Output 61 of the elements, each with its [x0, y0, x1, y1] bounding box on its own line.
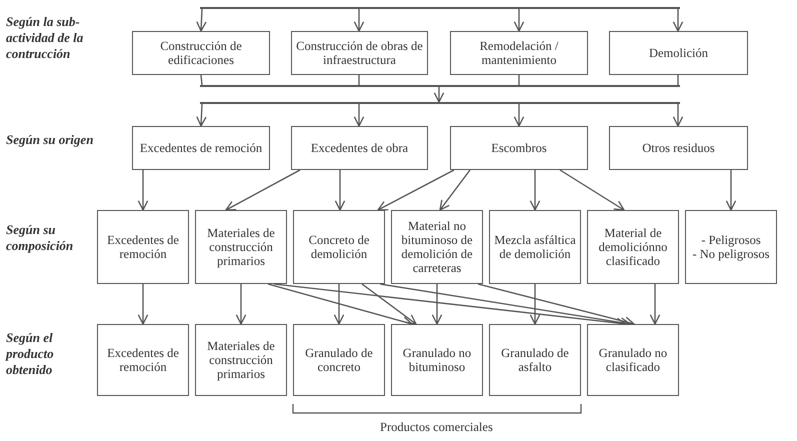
- bracket-label: Productos comerciales: [380, 420, 493, 435]
- process-box: Materiales de construcción primarios: [195, 324, 287, 396]
- arrow: [138, 170, 148, 211]
- process-box: Granulado no bituminoso: [391, 324, 483, 396]
- arrow: [334, 284, 344, 325]
- arrow: [334, 170, 346, 211]
- process-box: Construcción de obras de infraestructura: [291, 31, 428, 75]
- connector-line: [358, 75, 360, 85]
- arrow: [726, 170, 736, 211]
- row-heading: Según el producto obtenido: [6, 330, 55, 378]
- bus-line: [200, 7, 680, 9]
- arrow: [514, 9, 524, 32]
- process-box: Materiales de construcción primarios: [195, 210, 287, 284]
- bus-line: [200, 102, 680, 104]
- process-box: Concreto de demolición: [293, 210, 385, 284]
- box-text: - No peligrosos: [692, 247, 770, 261]
- arrow: [138, 284, 148, 325]
- process-box: Excedentes de obra: [291, 126, 428, 170]
- process-box: Granulado de asfalto: [489, 324, 581, 396]
- connector-line: [200, 74, 203, 86]
- process-box: Demolición: [609, 31, 748, 75]
- process-box: [685, 210, 777, 284]
- row-heading: Según la sub-actividad de la contrucción: [6, 14, 84, 62]
- arrow: [478, 283, 635, 327]
- row-heading: Según su composición: [6, 222, 74, 254]
- process-box: Material no bituminoso de demolición de carreteras: [391, 210, 483, 284]
- process-box: Remodelación / mantenimiento: [450, 31, 588, 75]
- box-text: - Peligrosos: [701, 233, 761, 247]
- arrow: [377, 169, 454, 211]
- process-box: Excedentes de remoción: [132, 126, 270, 170]
- arrow: [354, 104, 364, 127]
- arrow: [354, 9, 364, 32]
- process-box: Excedentes de remoción: [97, 324, 189, 396]
- arrow: [530, 170, 540, 211]
- arrow: [439, 170, 471, 211]
- process-box: Granulado no clasificado: [587, 324, 679, 396]
- bus-line: [200, 85, 680, 87]
- arrow: [236, 284, 246, 325]
- connector-line: [518, 75, 520, 85]
- arrow: [530, 284, 540, 325]
- process-box: Mezcla asfáltica de demolición: [489, 210, 581, 284]
- arrow: [196, 8, 207, 32]
- arrow: [650, 284, 660, 325]
- process-box: Construcción de edificaciones: [132, 31, 270, 75]
- arrow: [432, 284, 442, 325]
- arrow: [362, 283, 417, 325]
- arrow: [196, 104, 207, 127]
- arrow: [225, 169, 300, 211]
- arrow: [560, 169, 625, 211]
- arrow: [672, 104, 684, 127]
- arrow: [434, 87, 444, 103]
- row-heading: Según su origen: [6, 132, 94, 148]
- arrow: [268, 283, 413, 327]
- process-box: Granulado de concreto: [293, 324, 385, 396]
- process-box: Excedentes de remoción: [97, 210, 189, 284]
- arrow: [514, 104, 524, 127]
- process-box: Material de demoliciónno clasificado: [587, 210, 679, 284]
- connector-line: [677, 75, 679, 85]
- process-box: Escombros: [450, 126, 588, 170]
- process-box: Otros residuos: [609, 126, 748, 170]
- arrow: [672, 9, 684, 32]
